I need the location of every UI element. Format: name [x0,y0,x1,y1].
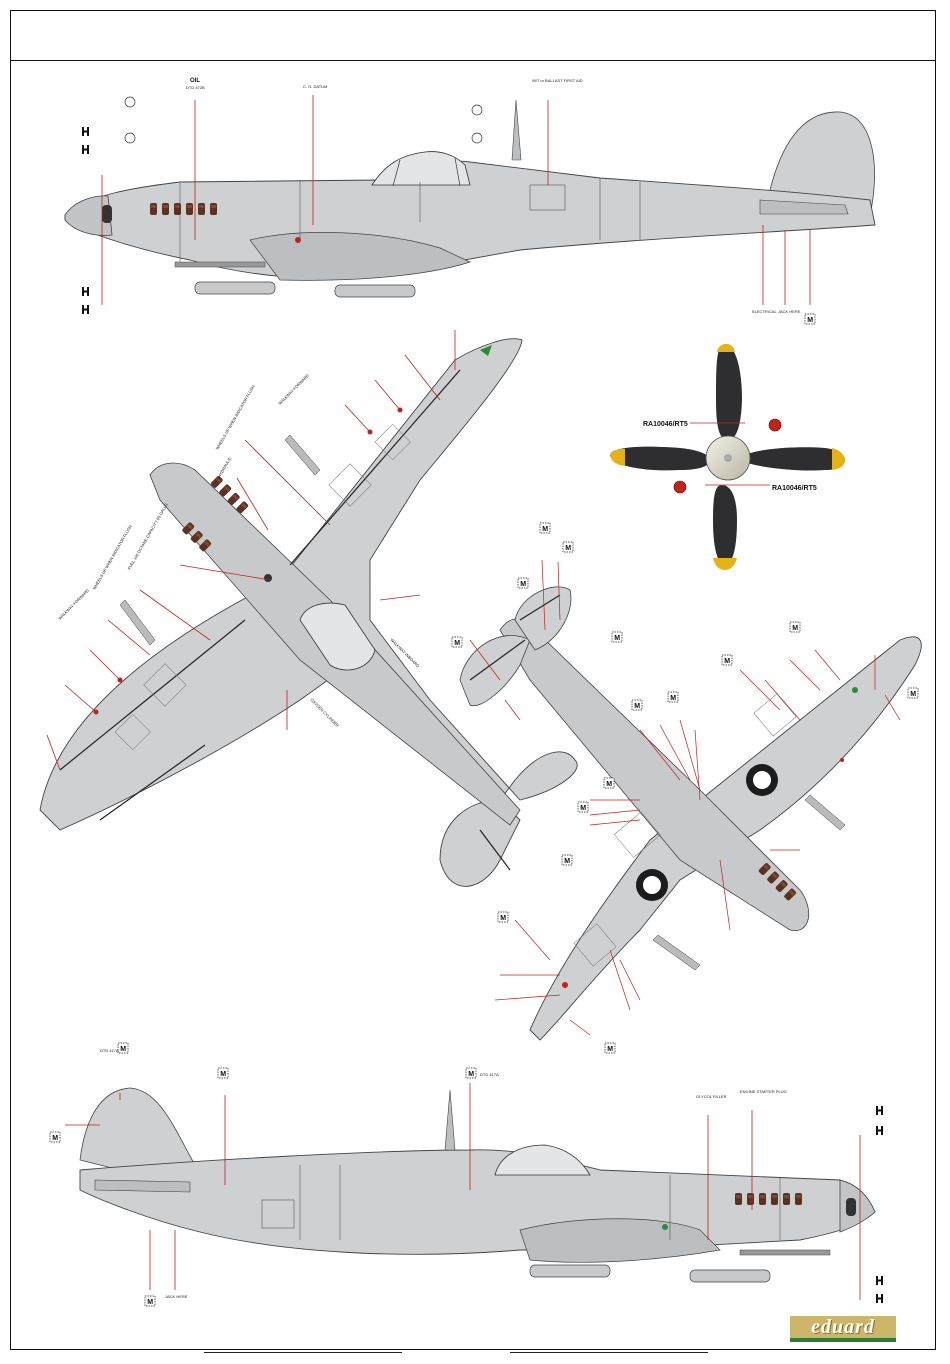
title-box [10,10,936,61]
fuel-label: FUEL 100 OCTANE CAPACITY 85 GALLS [127,502,169,570]
jack-here-lower-label: JACK HERE [165,1294,188,1299]
side-profile-starboard [49,1042,883,1307]
prop-code-left: RA10046/RT5 [643,421,688,428]
prop-code-right: RA10046/RT5 [772,485,817,492]
side-profile-port [64,95,876,325]
propeller [610,343,845,570]
electrical-label: ELECTRICAL [752,309,777,314]
walkway-forward-label-1: WALKWAY FORWARD [277,373,310,406]
jack-here-label: JACK HERE [778,309,801,314]
dtd-label: DTD 472B [186,85,205,90]
ballast-label: W/T or BALLAST FIRST AID [532,78,583,83]
footer-line-right [510,1352,708,1353]
plan-view-upper [39,330,578,887]
wheels-up-label-2: WHEELS UP WHEN INDICATOR FLUSH [92,524,133,590]
dtd-lower-label: DTD 417A [100,1048,119,1053]
footer-line-left [204,1352,402,1353]
walkway-forward-label-2: WALKWAY FORWARD [57,588,90,621]
dtd-lower-label-right: DTD 417A [480,1072,499,1077]
eduard-logo: eduard [790,1316,896,1342]
glycol-filler-label: GLYCOL FILLER [696,1094,727,1099]
plan-view-lower [451,522,922,1054]
wheels-up-label-1: WHEELS UP WHEN INDICATOR FLUSH [215,384,256,450]
oil-label: OIL [190,78,200,84]
engine-starter-label: ENGINE STARTER PLUG [740,1089,787,1094]
cg-datum-label: C. G. DATUM [303,84,327,89]
oxygen-label: OXYGEN CYLINDER [309,697,340,728]
hydraulic-label: HYDRAULIC [217,456,233,479]
